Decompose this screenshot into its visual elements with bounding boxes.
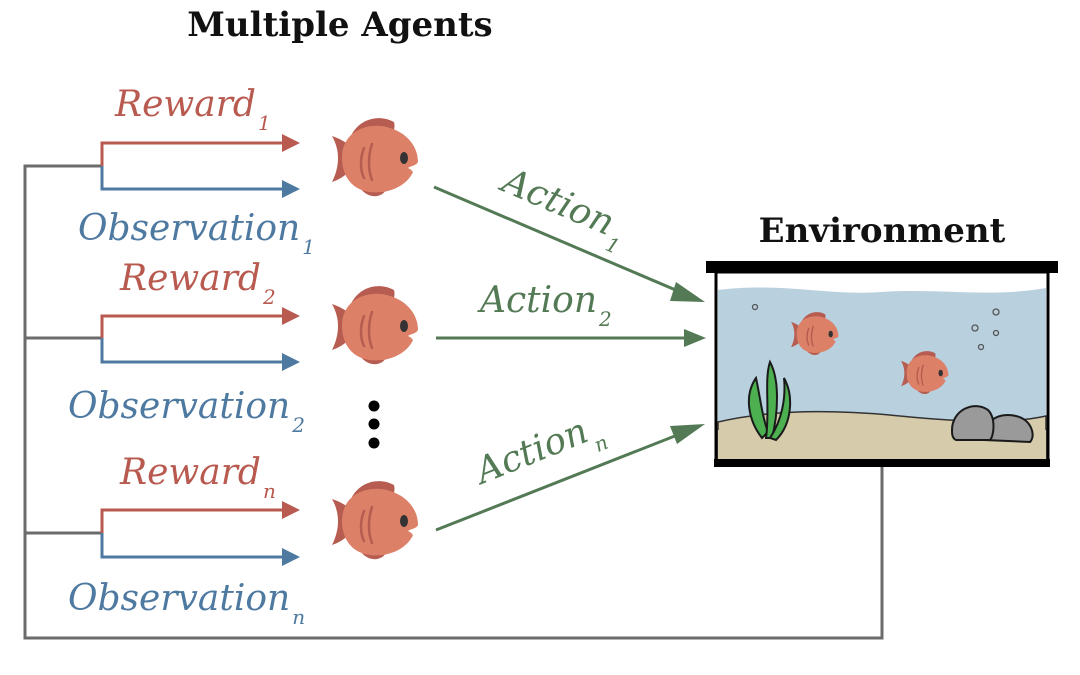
arrowhead-icon bbox=[282, 353, 300, 371]
arrowhead-icon bbox=[684, 329, 706, 347]
rocks-icon bbox=[950, 405, 1034, 444]
agent-fish-2-icon bbox=[330, 284, 420, 366]
observation-arrow-1 bbox=[100, 166, 285, 191]
observation-arrow-n bbox=[100, 533, 285, 559]
reward-arrow-1 bbox=[100, 141, 285, 166]
environment-tank bbox=[706, 261, 1058, 467]
seaweed-icon bbox=[747, 359, 792, 442]
tank-bottom-bar bbox=[714, 459, 1050, 467]
arrowhead-icon bbox=[282, 548, 300, 566]
arrowhead-icon bbox=[282, 501, 300, 519]
action-arrow-1 bbox=[433, 185, 686, 296]
diagram-title: Multiple Agents bbox=[187, 5, 492, 45]
arrowhead-icon bbox=[670, 424, 705, 444]
action-arrow-n bbox=[435, 430, 686, 532]
feedback-loop bbox=[23, 164, 884, 640]
arrowhead-icon bbox=[670, 282, 705, 302]
feedback-line-main bbox=[23, 164, 884, 640]
tank-top-bar bbox=[706, 261, 1058, 273]
environment-title: Environment bbox=[759, 211, 1006, 251]
reward-arrow-n bbox=[100, 508, 285, 533]
reward-arrow-2 bbox=[100, 314, 285, 338]
bubbles-icon bbox=[751, 303, 1000, 351]
ellipsis-dots-icon bbox=[368, 400, 380, 449]
agent-fish-1-icon bbox=[330, 116, 420, 198]
arrowhead-icon bbox=[282, 307, 300, 325]
action-label-1: Action1 bbox=[490, 159, 634, 259]
agent-fish-n-icon bbox=[330, 479, 420, 561]
observation-arrow-2 bbox=[100, 338, 285, 364]
arrowhead-icon bbox=[282, 134, 300, 152]
arrowhead-icon bbox=[282, 180, 300, 198]
